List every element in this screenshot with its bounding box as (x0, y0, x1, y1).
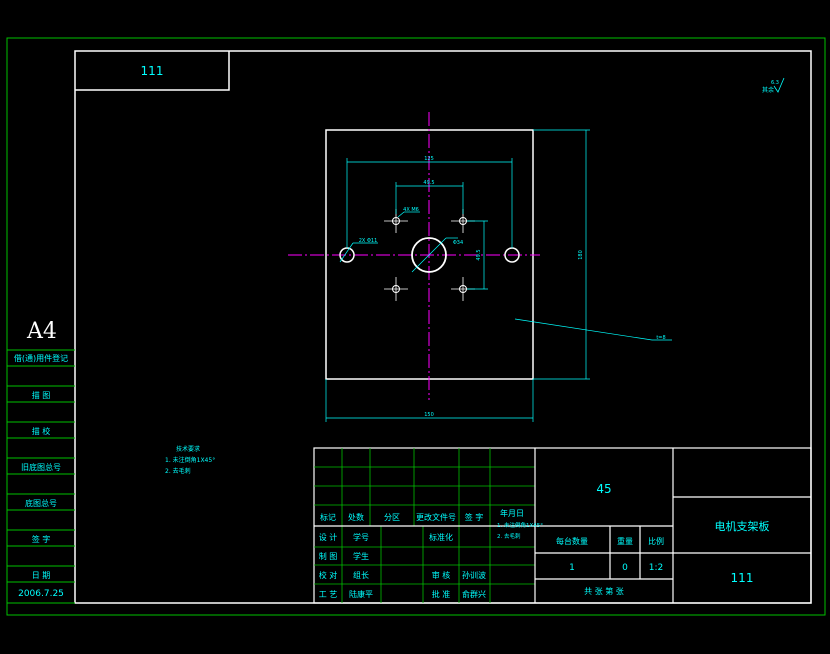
tech-note-1: 1. 未注倒角1X45° (165, 456, 215, 464)
drawing-number-text: 111 (141, 64, 164, 78)
strip-date: 2006.7.25 (18, 589, 64, 599)
svg-text:6.3: 6.3 (771, 80, 779, 86)
material-text: 45 (596, 482, 611, 496)
role-3: 工 艺 (319, 590, 338, 599)
drawing-number-box: 111 (75, 51, 230, 91)
strip-label-4: 底图总号 (25, 498, 57, 508)
rev-header-1: 处数 (348, 512, 364, 522)
dim-thickness: t=8 (656, 335, 665, 341)
rev-header-0: 标记 (320, 512, 336, 522)
outer-border (6, 37, 826, 616)
scale-value: 1:2 (649, 563, 663, 573)
role-std-name-3: 俞群兴 (462, 589, 486, 599)
role-name-1: 学生 (353, 551, 369, 561)
role-1: 制 图 (319, 551, 338, 561)
rev-header-2: 分区 (384, 513, 400, 522)
tech-note-2: 2. 去毛刺 (165, 467, 191, 475)
role-std-2: 审 核 (432, 570, 451, 580)
strip-label-3: 旧底图总号 (21, 462, 61, 472)
dim-hole-spacing-outer: 125 (424, 156, 434, 162)
role-std-name-2: 孙训波 (462, 570, 486, 580)
weight-label: 重量 (617, 536, 633, 546)
strip-label-1: 描 图 (32, 390, 51, 400)
rev-header-3: 更改文件号 (416, 512, 456, 522)
quantity-value: 1 (569, 563, 575, 573)
quantity-label: 每台数量 (556, 536, 588, 546)
center-hole (411, 237, 447, 273)
title-block: 标记 处数 分区 更改文件号 签 字 年月日 1. 未注倒角1X45° 2. 去… (313, 447, 812, 604)
dim-vertical-spacing: 49.5 (476, 249, 482, 260)
weight-value: 0 (622, 563, 628, 573)
overlap-note-1: 1. 未注倒角1X45° (497, 521, 543, 529)
role-0: 设 计 (319, 532, 338, 542)
role-name-2: 组长 (353, 570, 369, 580)
dim-hole-callout: 2X Φ11 (359, 238, 378, 244)
strip-label-6: 日 期 (32, 571, 51, 580)
strip-label-0: 借(通)用件登记 (14, 353, 68, 363)
dim-center-callout: Φ34 (453, 240, 463, 246)
left-strip: A4 借(通)用件登记 描 图 描 校 旧底图总号 底图总号 签 字 (6, 319, 75, 604)
dim-thread-callout: 4X M6 (403, 207, 419, 213)
role-std-0: 标准化 (429, 532, 453, 542)
rev-header-5: 年月日 (500, 508, 524, 518)
strip-label-2: 描 校 (32, 426, 51, 436)
scale-label: 比例 (648, 536, 664, 546)
roughness-label: 其余 (762, 86, 774, 94)
overlap-note-2: 2. 去毛刺 (497, 532, 521, 540)
role-name-0: 学号 (353, 532, 369, 542)
strip-label-5: 签 字 (32, 534, 51, 544)
rev-header-4: 签 字 (465, 512, 484, 522)
tech-notes: 技术要求 1. 未注倒角1X45° 2. 去毛刺 (165, 445, 215, 475)
role-name-3: 陆康平 (349, 589, 373, 599)
role-2: 校 对 (319, 570, 338, 580)
tech-notes-title: 技术要求 (176, 445, 200, 453)
part-view: 125 49.5 150 4X M6 2X Φ11 Φ34 t=8 180 49… (288, 112, 672, 422)
dim-outer-height: 180 (578, 250, 584, 260)
format-label: A4 (26, 319, 57, 344)
part-name: 电机支架板 (715, 519, 770, 533)
sheets-text: 共 张 第 张 (584, 586, 624, 596)
role-std-3: 批 准 (432, 589, 451, 599)
dim-outer-width: 150 (424, 412, 434, 418)
dim-hole-spacing-inner: 49.5 (423, 180, 434, 186)
roughness-symbol: 其余 6.3 (762, 77, 785, 94)
part-number: 111 (731, 571, 754, 585)
